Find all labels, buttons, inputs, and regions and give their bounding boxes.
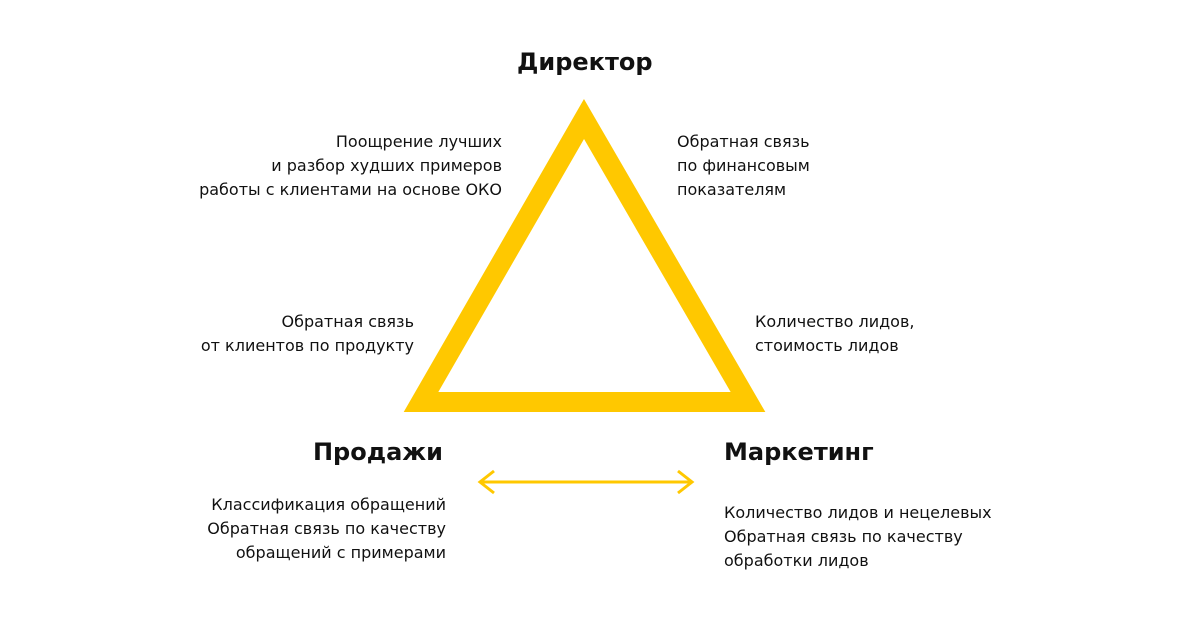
triangle-outline-icon xyxy=(403,99,766,412)
marketing-note: Количество лидов и нецелевых Обратная св… xyxy=(724,501,992,573)
director-right-note-line: по финансовым xyxy=(677,156,810,175)
sales-title: Продажи xyxy=(312,438,443,466)
director-right-note-line: показателям xyxy=(677,180,787,199)
marketing-title: Маркетинг xyxy=(724,438,874,466)
director-title: Директор xyxy=(517,48,653,76)
right-side-note-line: стоимость лидов xyxy=(755,336,899,355)
left-side-note: Обратная связь от клиентов по продукту xyxy=(150,310,414,358)
double-arrow-icon xyxy=(477,469,695,495)
director-right-note: Обратная связь по финансовым показателям xyxy=(677,130,810,202)
right-side-note-line: Количество лидов, xyxy=(755,312,915,331)
director-left-note-line: работы с клиентами на основе ОКО xyxy=(199,180,502,199)
sales-note-line: обращений с примерами xyxy=(235,543,446,562)
sales-note-line: Обратная связь по качеству xyxy=(207,519,446,538)
marketing-note-line: Количество лидов и нецелевых xyxy=(724,503,992,522)
director-left-note-line: и разбор худших примеров xyxy=(271,156,502,175)
director-right-note-line: Обратная связь xyxy=(677,132,810,151)
director-left-note: Поощрение лучших и разбор худших примеро… xyxy=(150,130,502,202)
marketing-note-line: обработки лидов xyxy=(724,551,869,570)
sales-note: Классификация обращений Обратная связь п… xyxy=(140,493,446,565)
sales-note-line: Классификация обращений xyxy=(211,495,446,514)
left-side-note-line: от клиентов по продукту xyxy=(200,336,414,355)
director-left-note-line: Поощрение лучших xyxy=(335,132,502,151)
right-side-note: Количество лидов, стоимость лидов xyxy=(755,310,914,358)
left-side-note-line: Обратная связь xyxy=(281,312,414,331)
marketing-note-line: Обратная связь по качеству xyxy=(724,527,963,546)
